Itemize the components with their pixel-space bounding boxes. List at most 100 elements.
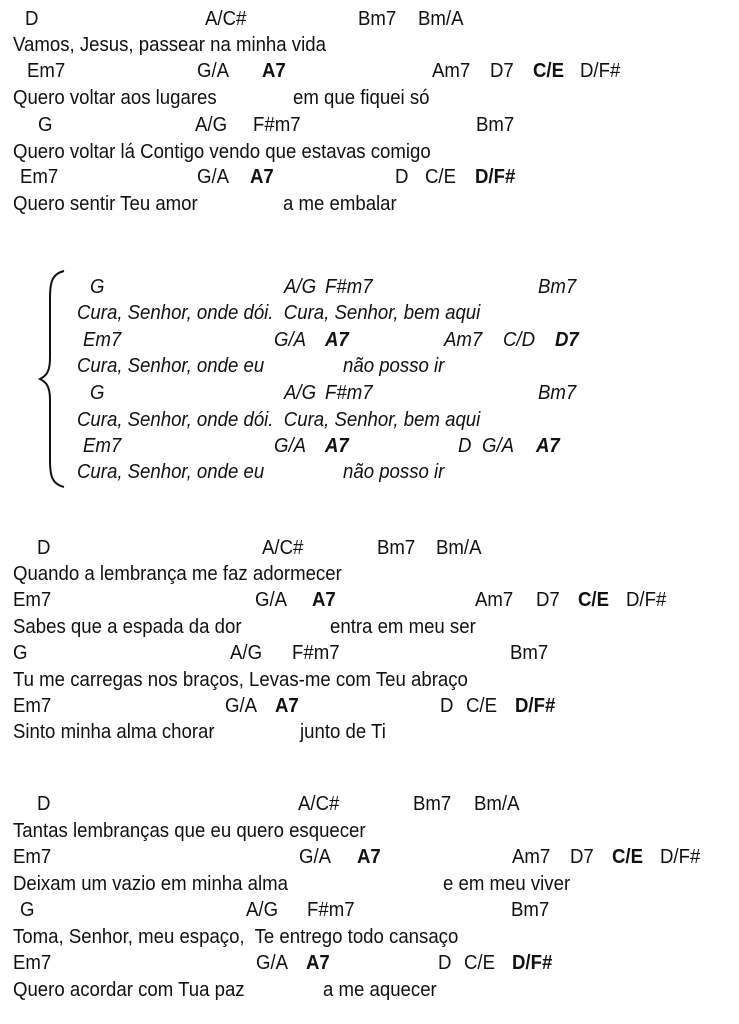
- chord: Bm/A: [436, 537, 482, 559]
- lyric-line: não posso ir: [343, 355, 445, 377]
- lyric-line: junto de Ti: [300, 721, 386, 743]
- chord: D: [440, 695, 454, 717]
- chord: G/A: [256, 952, 289, 974]
- chord: Am7: [475, 589, 514, 611]
- chord: F#m7: [325, 276, 373, 298]
- chord: C/D: [503, 329, 536, 351]
- lyric-line: não posso ir: [343, 461, 445, 483]
- lyric-line: Sabes que a espada da dor: [13, 616, 242, 638]
- chord: G: [13, 642, 28, 664]
- chord: Em7: [13, 695, 52, 717]
- chord: G/A: [482, 435, 515, 457]
- chord: A/C#: [262, 537, 304, 559]
- chord: D7: [555, 329, 579, 351]
- chord: A7: [357, 846, 381, 868]
- chord: G: [90, 276, 105, 298]
- lyric-line: Cura, Senhor, onde eu: [77, 461, 265, 483]
- chord: A/G: [284, 382, 317, 404]
- chord: D/F#: [660, 846, 701, 868]
- chord: C/E: [612, 846, 644, 868]
- chord: A7: [325, 329, 349, 351]
- chord: F#m7: [325, 382, 373, 404]
- chord: G/A: [197, 60, 230, 82]
- chord: Bm7: [413, 793, 452, 815]
- chord: Em7: [20, 166, 59, 188]
- lyric-line: Quero acordar com Tua paz: [13, 979, 245, 1001]
- chord: D/F#: [475, 166, 516, 188]
- lyric-line: Tu me carregas nos braços, Levas-me com …: [13, 669, 468, 691]
- lyric-line: Quero voltar aos lugares: [13, 87, 217, 109]
- chord: D/F#: [626, 589, 667, 611]
- chord: Bm/A: [418, 8, 464, 30]
- chord: G/A: [197, 166, 230, 188]
- lyric-line: Quando a lembrança me faz adormecer: [13, 563, 342, 585]
- lyric-line: Quero sentir Teu amor: [13, 193, 198, 215]
- chord: D7: [490, 60, 514, 82]
- chord: D: [37, 537, 51, 559]
- lyric-line: em que fiquei só: [293, 87, 430, 109]
- chord: G: [20, 899, 35, 921]
- chord: A7: [306, 952, 330, 974]
- lyric-line: Tantas lembranças que eu quero esquecer: [13, 820, 366, 842]
- lyric-line: a me embalar: [283, 193, 397, 215]
- chord: Bm7: [476, 114, 515, 136]
- chord: G/A: [225, 695, 258, 717]
- lyric-line: Sinto minha alma chorar: [13, 721, 215, 743]
- chord: G/A: [274, 329, 307, 351]
- chord: Am7: [444, 329, 483, 351]
- chord: C/E: [425, 166, 457, 188]
- chord: Em7: [83, 435, 122, 457]
- chord: Em7: [13, 952, 52, 974]
- chord: G/A: [274, 435, 307, 457]
- chord: Bm7: [377, 537, 416, 559]
- chord: D7: [536, 589, 560, 611]
- chord: C/E: [464, 952, 496, 974]
- lyric-line: Quero voltar lá Contigo vendo que estava…: [13, 141, 431, 163]
- chord: A/G: [230, 642, 263, 664]
- chord: G: [38, 114, 53, 136]
- chord: A7: [536, 435, 560, 457]
- chord: A/C#: [205, 8, 247, 30]
- chord: D7: [570, 846, 594, 868]
- chord: A7: [275, 695, 299, 717]
- chord: C/E: [466, 695, 498, 717]
- chord: A/C#: [298, 793, 340, 815]
- lyric-line: e em meu viver: [443, 873, 571, 895]
- chord: G/A: [255, 589, 288, 611]
- chord: C/E: [533, 60, 565, 82]
- chord: Bm7: [510, 642, 549, 664]
- chord: A/G: [284, 276, 317, 298]
- chord: A7: [325, 435, 349, 457]
- chord: F#m7: [307, 899, 355, 921]
- chord: Em7: [13, 589, 52, 611]
- chord: A7: [312, 589, 336, 611]
- chord: G/A: [299, 846, 332, 868]
- lyric-line: Vamos, Jesus, passear na minha vida: [13, 34, 326, 56]
- chord: D: [438, 952, 452, 974]
- chord: F#m7: [253, 114, 301, 136]
- chord: D/F#: [512, 952, 553, 974]
- lyric-line: a me aquecer: [323, 979, 437, 1001]
- chord: Bm/A: [474, 793, 520, 815]
- chord: Em7: [13, 846, 52, 868]
- chord: Bm7: [511, 899, 550, 921]
- chord: D: [25, 8, 39, 30]
- chord: Bm7: [358, 8, 397, 30]
- chorus-brace: [37, 270, 65, 488]
- chord: A7: [250, 166, 274, 188]
- chord: A/G: [195, 114, 228, 136]
- chord: Bm7: [538, 276, 577, 298]
- chord: Em7: [83, 329, 122, 351]
- chord: D/F#: [580, 60, 621, 82]
- lyric-line: Deixam um vazio em minha alma: [13, 873, 288, 895]
- chord: F#m7: [292, 642, 340, 664]
- chord: Em7: [27, 60, 66, 82]
- chord: A7: [262, 60, 286, 82]
- chord: Am7: [432, 60, 471, 82]
- lyric-line: entra em meu ser: [330, 616, 476, 638]
- chord: Bm7: [538, 382, 577, 404]
- chord: A/G: [246, 899, 279, 921]
- lyric-line: Cura, Senhor, onde eu: [77, 355, 265, 377]
- chord: G: [90, 382, 105, 404]
- chord: D: [37, 793, 51, 815]
